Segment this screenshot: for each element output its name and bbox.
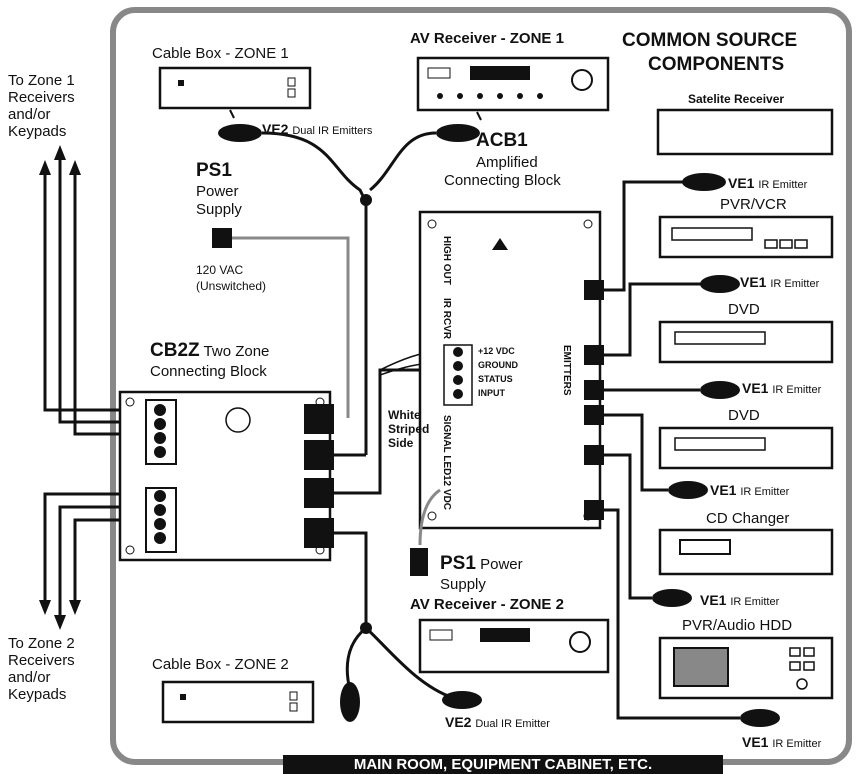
ps1-bottom-label: Power — [480, 556, 523, 573]
zone1-label: To Zone 1 Receivers and/or Keypads — [8, 72, 75, 140]
ve1-text-1: IR Emitter — [758, 179, 808, 191]
ve1-text-6: IR Emitter — [772, 738, 822, 750]
cb2z-block — [118, 390, 334, 562]
ve2-name: VE2 — [262, 121, 289, 137]
ve1-text-3: IR Emitter — [772, 384, 822, 396]
acb1-high-out: HIGH OUT — [441, 236, 452, 285]
acb1-ir-rcvr: IR RCVR — [441, 298, 452, 340]
dvd-1 — [658, 320, 834, 364]
common-source-title-2: COMPONENTS — [648, 54, 785, 75]
cb2z-name: CB2Z — [150, 340, 200, 361]
cb2z-title: CB2Z Two Zone — [150, 340, 269, 362]
white-striped-label: White Striped Side — [388, 408, 430, 450]
cb2z-line2: Connecting Block — [150, 363, 267, 380]
acb1-terminal-3: INPUT — [478, 388, 505, 398]
zone2-arrows — [43, 492, 120, 615]
acb1-block — [418, 210, 604, 530]
cable-box-zone1 — [158, 66, 312, 119]
acb1-line1: Amplified — [476, 154, 538, 171]
ve2-bottom-text: Dual IR Emitter — [475, 718, 550, 730]
ps1-top-name: PS1 — [196, 160, 232, 181]
ve1-label-4: VE1 IR Emitter — [710, 482, 789, 498]
ps1-bottom-name: PS1 — [440, 553, 476, 574]
main-room-banner: MAIN ROOM, EQUIPMENT CABINET, ETC. — [283, 755, 723, 774]
ve1-name-2: VE1 — [740, 274, 767, 290]
ve1-label-6: VE1 IR Emitter — [742, 734, 821, 750]
ps1-bottom-adapter — [410, 548, 428, 576]
ps1-top-voltage: 120 VAC — [196, 263, 244, 277]
dvd-2 — [658, 426, 834, 470]
ps1-top-line2: Supply — [196, 201, 242, 218]
cable-box-zone2 — [161, 680, 315, 724]
common-source-title-1: COMMON SOURCE — [622, 30, 798, 51]
cb2z-label: Two Zone — [203, 343, 270, 360]
ve1-name-3: VE1 — [742, 380, 769, 396]
ve2-bottom-label: VE2 Dual IR Emitter — [445, 714, 550, 730]
source-dvd-1: DVD — [728, 301, 760, 318]
ve2-bottom-name: VE2 — [445, 714, 472, 730]
ps1-top-adapter — [212, 228, 350, 418]
ve1-label-3: VE1 IR Emitter — [742, 380, 821, 396]
satelite-receiver — [656, 108, 834, 156]
ve1-name-4: VE1 — [710, 482, 737, 498]
acb1-terminal-1: GROUND — [478, 360, 518, 370]
cable-box-zone2-label: Cable Box - ZONE 2 — [152, 656, 289, 673]
ve1-name-5: VE1 — [700, 592, 727, 608]
cd-changer — [658, 528, 834, 576]
acb1-line2: Connecting Block — [444, 172, 561, 189]
pvr-vcr — [658, 215, 834, 259]
av-receiver-zone2-label: AV Receiver - ZONE 2 — [410, 596, 564, 613]
acb1-emitters: EMITTERS — [561, 345, 572, 396]
source-satelite: Satelite Receiver — [688, 92, 785, 106]
ve2-text: Dual IR Emitters — [292, 125, 373, 137]
zone1-arrows — [43, 160, 120, 436]
ve1-text-4: IR Emitter — [740, 486, 790, 498]
av-receiver-zone2 — [418, 618, 610, 674]
acb1-name: ACB1 — [476, 130, 528, 151]
acb1-signal-led: SIGNAL LED — [441, 415, 452, 476]
ve2-top-label: VE2 Dual IR Emitters — [262, 121, 372, 137]
ps1-bottom-line2: Supply — [440, 576, 486, 593]
zone2-label: To Zone 2 Receivers and/or Keypads — [8, 635, 75, 703]
cable-box-zone1-label: Cable Box - ZONE 1 — [152, 45, 289, 62]
ve2-top-emitter — [218, 124, 480, 455]
ps1-top-line1: Power — [196, 183, 239, 200]
ve1-text-5: IR Emitter — [730, 596, 780, 608]
ve1-label-5: VE1 IR Emitter — [700, 592, 779, 608]
ve1-name-6: VE1 — [742, 734, 769, 750]
ve1-name-1: VE1 — [728, 175, 755, 191]
source-cd-changer: CD Changer — [706, 510, 790, 527]
ve1-text-2: IR Emitter — [770, 278, 820, 290]
ve1-label-1: VE1 IR Emitter — [728, 175, 807, 191]
ve2-bottom-emitter — [340, 622, 482, 722]
acb1-terminal-2: STATUS — [478, 374, 513, 384]
source-pvr-audio: PVR/Audio HDD — [682, 617, 793, 634]
ps1-top-note: (Unswitched) — [196, 279, 267, 293]
av-receiver-zone1-label: AV Receiver - ZONE 1 — [410, 30, 564, 47]
acb1-terminal-0: +12 VDC — [478, 346, 515, 356]
source-dvd-2: DVD — [728, 407, 760, 424]
ve1-emitters — [652, 173, 780, 727]
acb1-12vdc: 12 VDC — [441, 475, 452, 511]
source-pvr-vcr: PVR/VCR — [720, 196, 787, 213]
av-receiver-zone1 — [416, 56, 610, 121]
ve1-label-2: VE1 IR Emitter — [740, 274, 819, 290]
ps1-bottom-title: PS1 Power — [440, 553, 523, 575]
